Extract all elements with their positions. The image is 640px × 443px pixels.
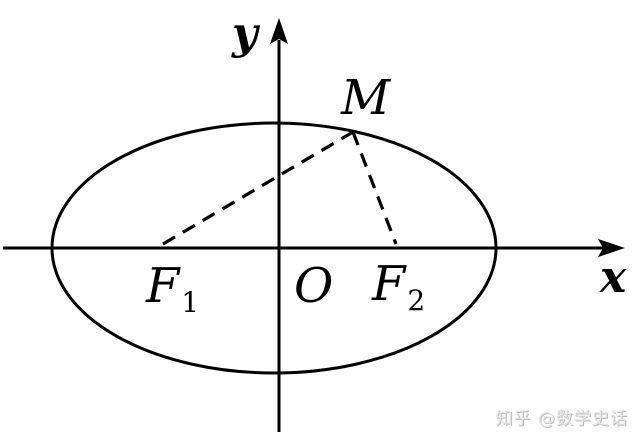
x-axis-label: x <box>600 252 627 303</box>
point-m-label: M <box>341 70 391 126</box>
origin-label: O <box>294 258 334 314</box>
segment-mf1 <box>162 130 354 246</box>
segment-mf2 <box>351 131 398 245</box>
f1-subscript: 1 <box>181 286 200 319</box>
x-axis-arrow-icon <box>598 239 625 257</box>
y-axis-label: y <box>232 8 258 59</box>
f1-letter: F <box>146 258 180 314</box>
f2-letter: F <box>372 256 406 312</box>
watermark: 知乎 @数学史话 <box>495 409 628 429</box>
focus-f1-label: F1 <box>146 262 199 317</box>
y-axis-arrow-icon <box>270 18 288 44</box>
focus-f2-label: F2 <box>372 260 425 315</box>
f2-subscript: 2 <box>407 284 426 317</box>
